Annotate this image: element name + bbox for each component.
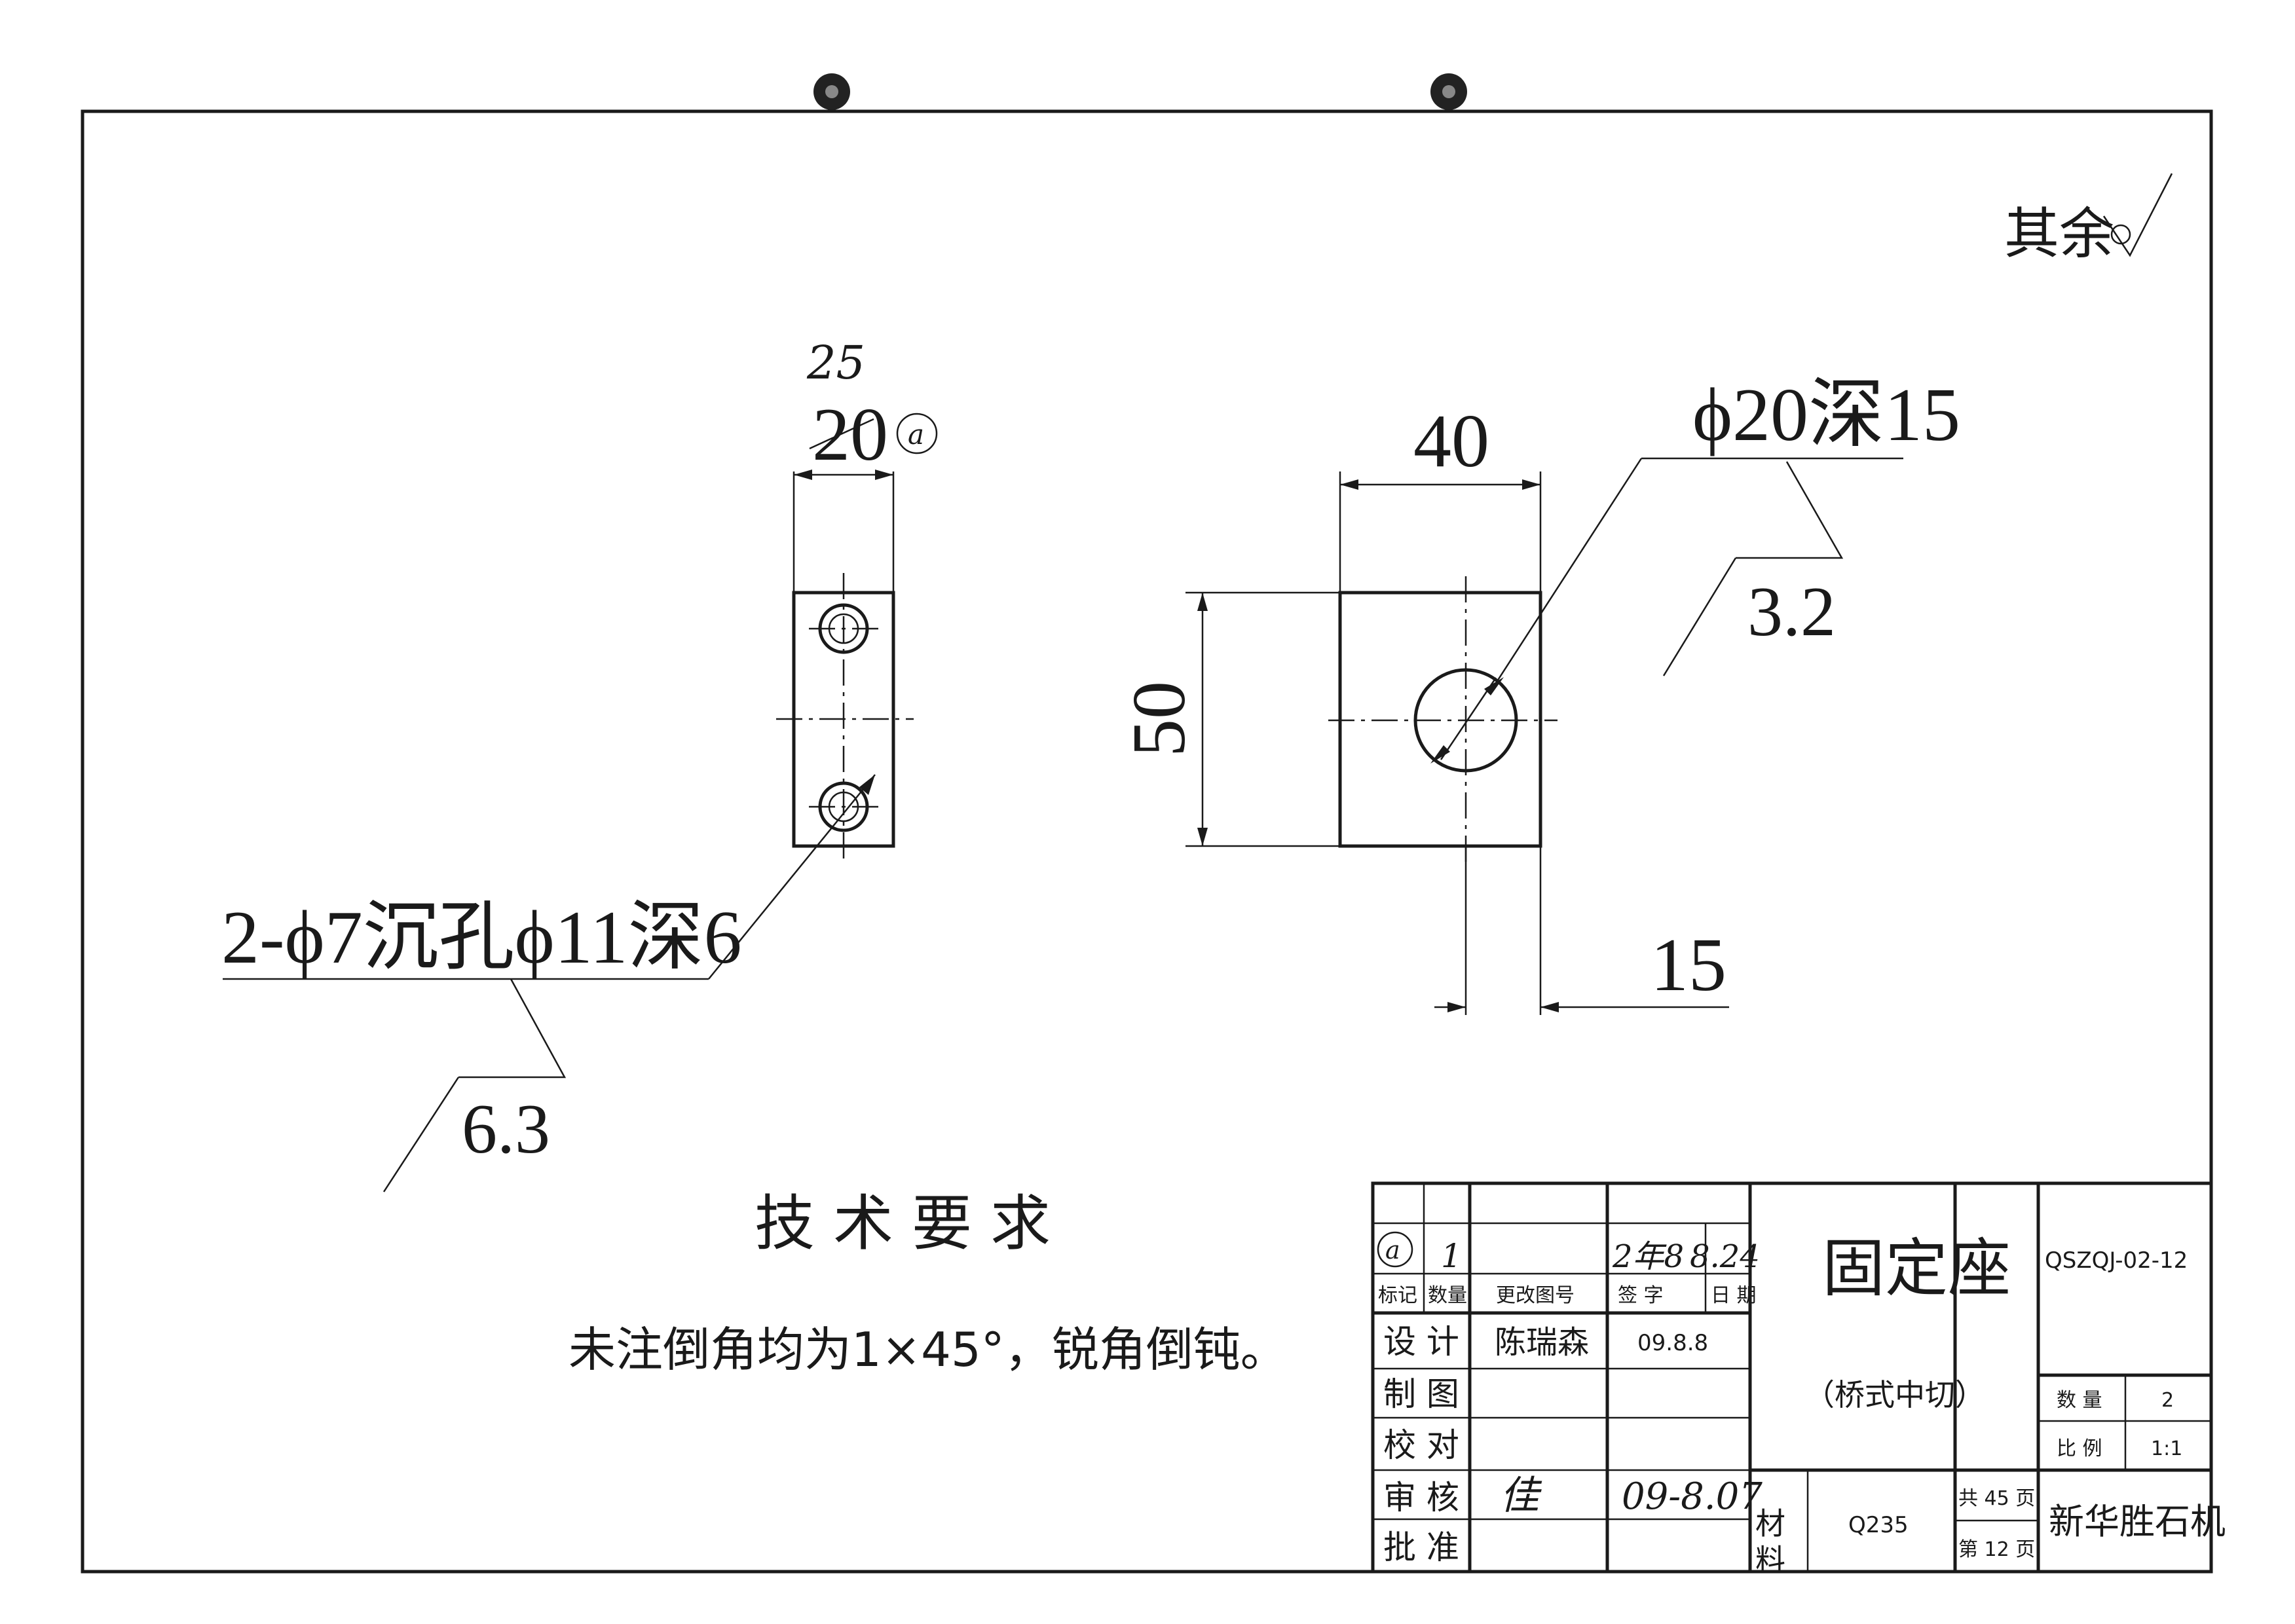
tech-requirements: 技术要求 未注倒角均为1×45°，锐角倒钝。 [569,1189,1288,1377]
side-revision-mark: a [908,418,924,451]
side-width-new: 25 [806,336,865,390]
tb-page-no: 第 12 页 [1958,1538,2035,1561]
front-hole-offset: 15 [1651,923,1726,1007]
tb-qty: 2 [2161,1389,2174,1412]
tb-row-approve: 批 准 [1383,1528,1459,1566]
tb-rev-date: 8.24 [1690,1238,1760,1275]
tb-designer: 陈瑞森 [1495,1324,1589,1361]
front-height: 50 [1117,681,1201,757]
tb-row-design: 设 计 [1383,1323,1459,1361]
tb-header-mark: 标记 [1378,1284,1417,1307]
tb-reviewer: 佳 [1500,1473,1542,1519]
tb-review-date: 09-8.07 [1622,1475,1763,1518]
tb-header-sign: 签 字 [1618,1284,1664,1307]
front-hole-roughness: 3.2 [1747,573,1836,651]
tb-rev-mark: a [1385,1236,1400,1264]
tb-header-date: 日 期 [1711,1284,1757,1307]
side-view: 20 25 a 2-ϕ7沉孔ϕ11深6 6.3 [221,336,938,1192]
front-hole-note: ϕ20深15 [1692,373,1960,457]
tb-row-review: 审 核 [1383,1479,1459,1517]
tech-requirements-title: 技术要求 [755,1189,1069,1259]
binder-holes [813,73,1467,110]
tb-part-sub: （桥式中切） [1804,1377,1985,1412]
tb-company: 新华胜石机 [2049,1501,2226,1542]
tb-scale: 1:1 [2151,1437,2182,1460]
tb-header-count: 数量 [1428,1284,1467,1307]
roughness-other-symbol: 其余 [2004,173,2173,266]
tb-rev-count: 1 [1441,1237,1462,1275]
tb-material: Q235 [1848,1512,1909,1538]
tb-material-label: 材料 [1751,1507,1786,1581]
roughness-other-label: 其余 [2004,202,2114,266]
tb-scale-label: 比 例 [2057,1437,2102,1460]
tb-row-draw: 制 图 [1383,1375,1459,1413]
front-view: 40 50 ϕ20深15 3.2 15 [1117,373,1960,1015]
tb-part-name: 固定座 [1822,1232,2011,1305]
tb-drawing-no: QSZQJ-02-12 [2045,1247,2188,1274]
tb-total-pages: 共 45 页 [1958,1487,2035,1510]
side-width-old: 20 [812,393,888,477]
tb-qty-label: 数 量 [2057,1389,2102,1412]
front-width: 40 [1413,399,1489,483]
drawing-border [81,109,2213,1574]
tb-row-check: 校 对 [1383,1426,1459,1464]
side-hole-roughness: 6.3 [462,1090,550,1168]
tb-rev-signature: 2年8 [1612,1238,1684,1275]
tb-header-change: 更改图号 [1496,1284,1575,1307]
tb-design-date: 09.8.8 [1637,1330,1708,1356]
side-hole-note: 2-ϕ7沉孔ϕ11深6 [221,896,741,980]
tech-requirements-text: 未注倒角均为1×45°，锐角倒钝。 [569,1322,1288,1377]
title-block: a 1 2年8 8.24 标记 数量 更改图号 签 字 日 期 设 计 陈瑞森 … [1371,1181,2226,1581]
